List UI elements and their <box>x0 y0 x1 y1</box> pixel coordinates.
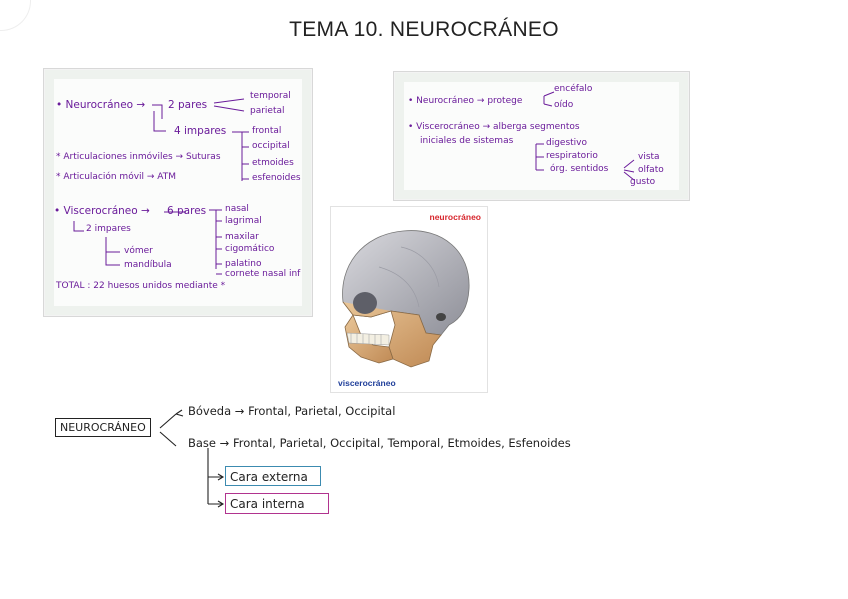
cara-interna-box: Cara interna <box>225 493 329 514</box>
cara-externa-box: Cara externa <box>225 466 321 486</box>
base-line: Base → Frontal, Parietal, Occipital, Tem… <box>188 436 571 450</box>
boveda-line: Bóveda → Frontal, Parietal, Occipital <box>188 404 395 418</box>
neurocraneo-box: NEUROCRÁNEO <box>55 418 151 437</box>
